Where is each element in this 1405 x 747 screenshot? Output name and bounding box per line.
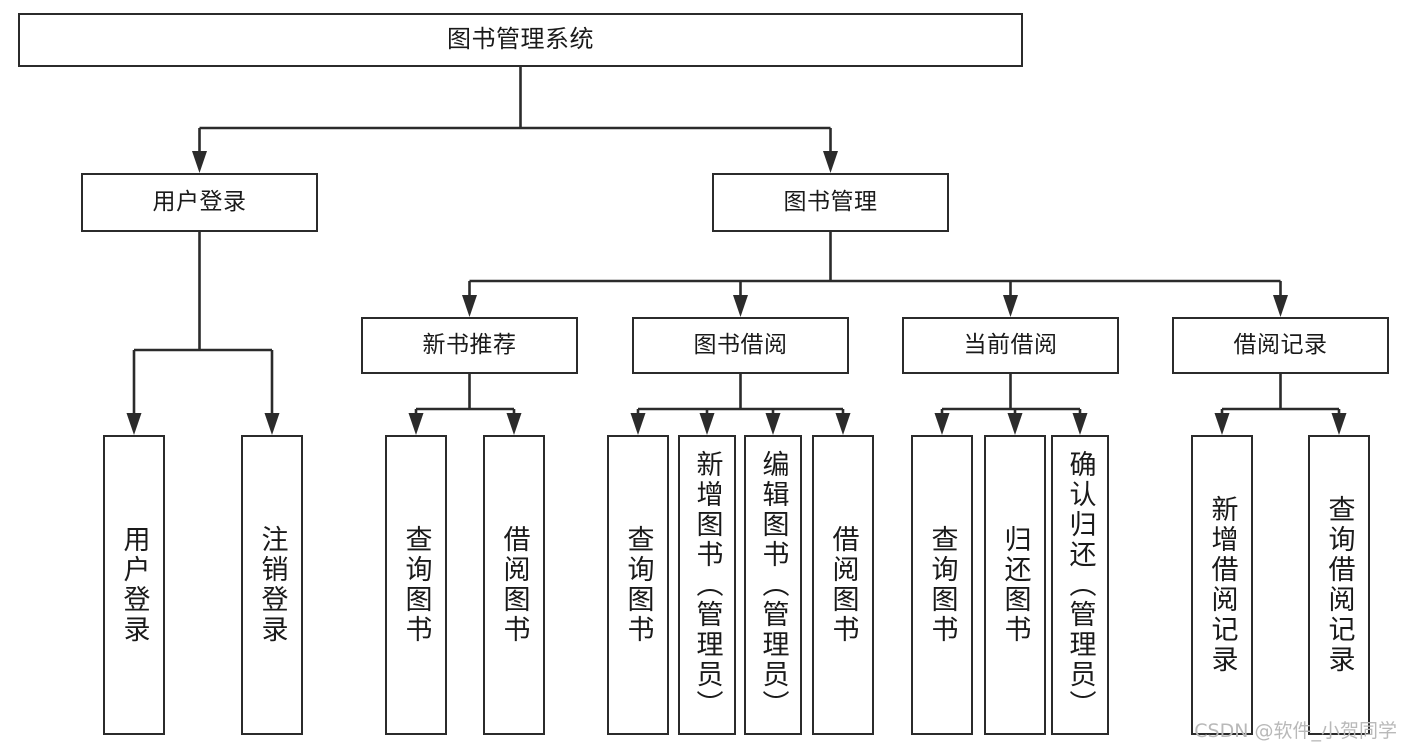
node-label: 注销登录	[256, 525, 288, 645]
node-label: 图书管理系统	[447, 25, 594, 54]
node-label: 图书借阅	[693, 332, 788, 359]
leaf-query-book-current[interactable]: 查询图书	[911, 435, 973, 735]
node-label: 编辑图书（管理员）	[757, 450, 789, 720]
node-current-borrowing[interactable]: 当前借阅	[902, 317, 1119, 374]
leaf-add-book-admin[interactable]: 新增图书（管理员）	[678, 435, 736, 735]
leaf-logout[interactable]: 注销登录	[241, 435, 303, 735]
node-label: 归还图书	[999, 525, 1031, 645]
leaf-borrow-book-recommendation[interactable]: 借阅图书	[483, 435, 545, 735]
node-book-borrowing[interactable]: 图书借阅	[632, 317, 849, 374]
leaf-query-borrow-record[interactable]: 查询借阅记录	[1308, 435, 1370, 735]
node-new-book-recommendation[interactable]: 新书推荐	[361, 317, 578, 374]
node-label: 查询图书	[400, 525, 432, 645]
node-label: 借阅记录	[1233, 332, 1328, 359]
node-label: 新书推荐	[422, 332, 517, 359]
node-label: 借阅图书	[827, 525, 859, 645]
leaf-query-book-recommendation[interactable]: 查询图书	[385, 435, 447, 735]
node-book-management-system[interactable]: 图书管理系统	[18, 13, 1023, 67]
watermark: CSDN @软件_小贺同学	[1194, 720, 1397, 742]
node-label: 确认归还（管理员）	[1064, 450, 1096, 720]
node-label: 当前借阅	[963, 332, 1058, 359]
node-borrow-records[interactable]: 借阅记录	[1172, 317, 1389, 374]
leaf-query-book-borrowing[interactable]: 查询图书	[607, 435, 669, 735]
node-label: 查询图书	[926, 525, 958, 645]
node-label: 查询图书	[622, 525, 654, 645]
node-label: 图书管理	[783, 189, 878, 216]
leaf-edit-book-admin[interactable]: 编辑图书（管理员）	[744, 435, 802, 735]
node-label: 用户登录	[118, 525, 150, 645]
leaf-user-login[interactable]: 用户登录	[103, 435, 165, 735]
node-label: 新增图书（管理员）	[691, 450, 723, 720]
node-book-management[interactable]: 图书管理	[712, 173, 949, 232]
leaf-confirm-return-admin[interactable]: 确认归还（管理员）	[1051, 435, 1109, 735]
node-label: 新增借阅记录	[1206, 495, 1238, 675]
leaf-borrow-book-borrowing[interactable]: 借阅图书	[812, 435, 874, 735]
node-user-login[interactable]: 用户登录	[81, 173, 318, 232]
node-label: 借阅图书	[498, 525, 530, 645]
leaf-add-borrow-record[interactable]: 新增借阅记录	[1191, 435, 1253, 735]
leaf-return-book[interactable]: 归还图书	[984, 435, 1046, 735]
node-label: 用户登录	[152, 189, 247, 216]
node-label: 查询借阅记录	[1323, 495, 1355, 675]
